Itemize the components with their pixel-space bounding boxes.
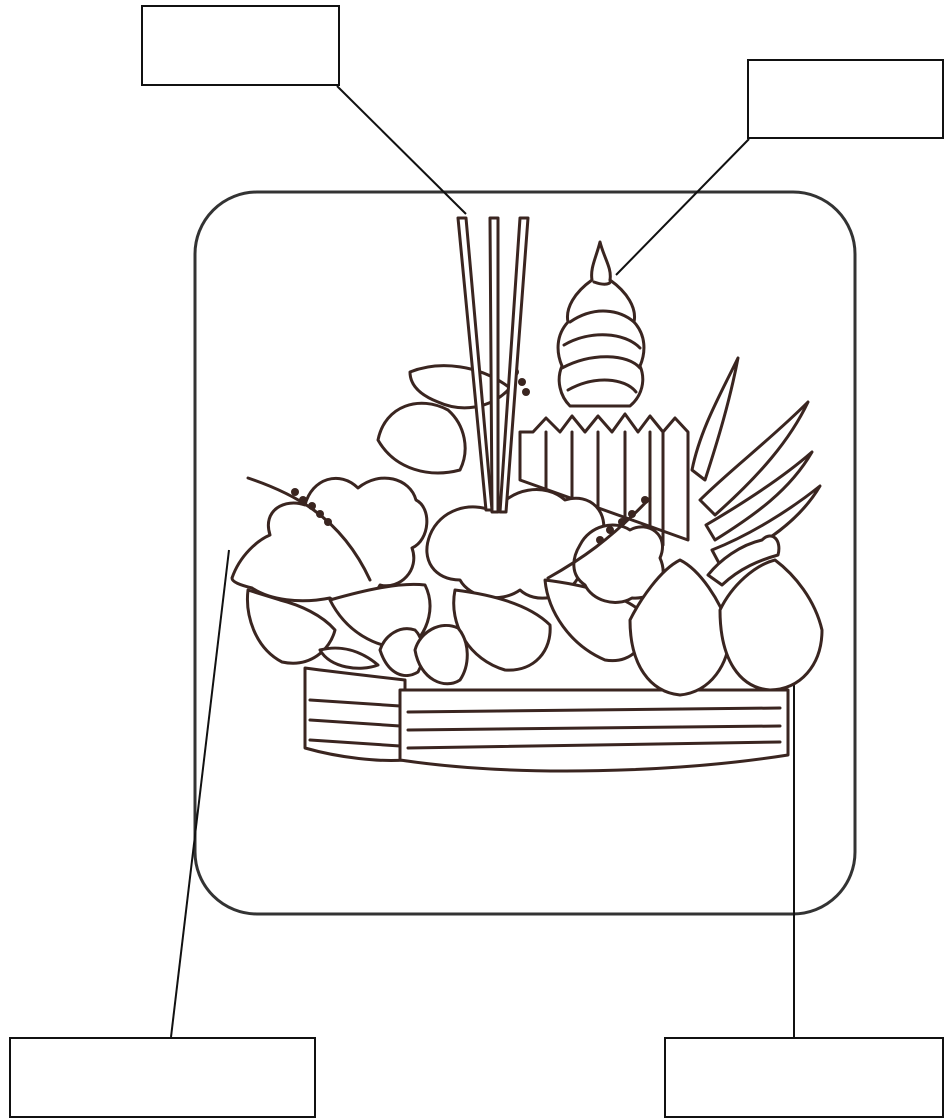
banana-leaf-base bbox=[305, 668, 788, 771]
leader-line-incense bbox=[337, 86, 466, 214]
leaf-back-left-2 bbox=[378, 403, 465, 473]
krathong-illustration bbox=[232, 218, 822, 771]
leader-line-flowers bbox=[171, 550, 229, 1037]
leaf-blades bbox=[692, 358, 820, 565]
label-box-flowers[interactable] bbox=[9, 1037, 316, 1118]
leader-line-candle bbox=[616, 139, 749, 275]
candle bbox=[558, 242, 644, 406]
label-box-candle[interactable] bbox=[747, 59, 944, 139]
label-box-base[interactable] bbox=[664, 1037, 944, 1118]
incense-sticks bbox=[458, 218, 528, 512]
label-box-incense[interactable] bbox=[141, 5, 340, 86]
